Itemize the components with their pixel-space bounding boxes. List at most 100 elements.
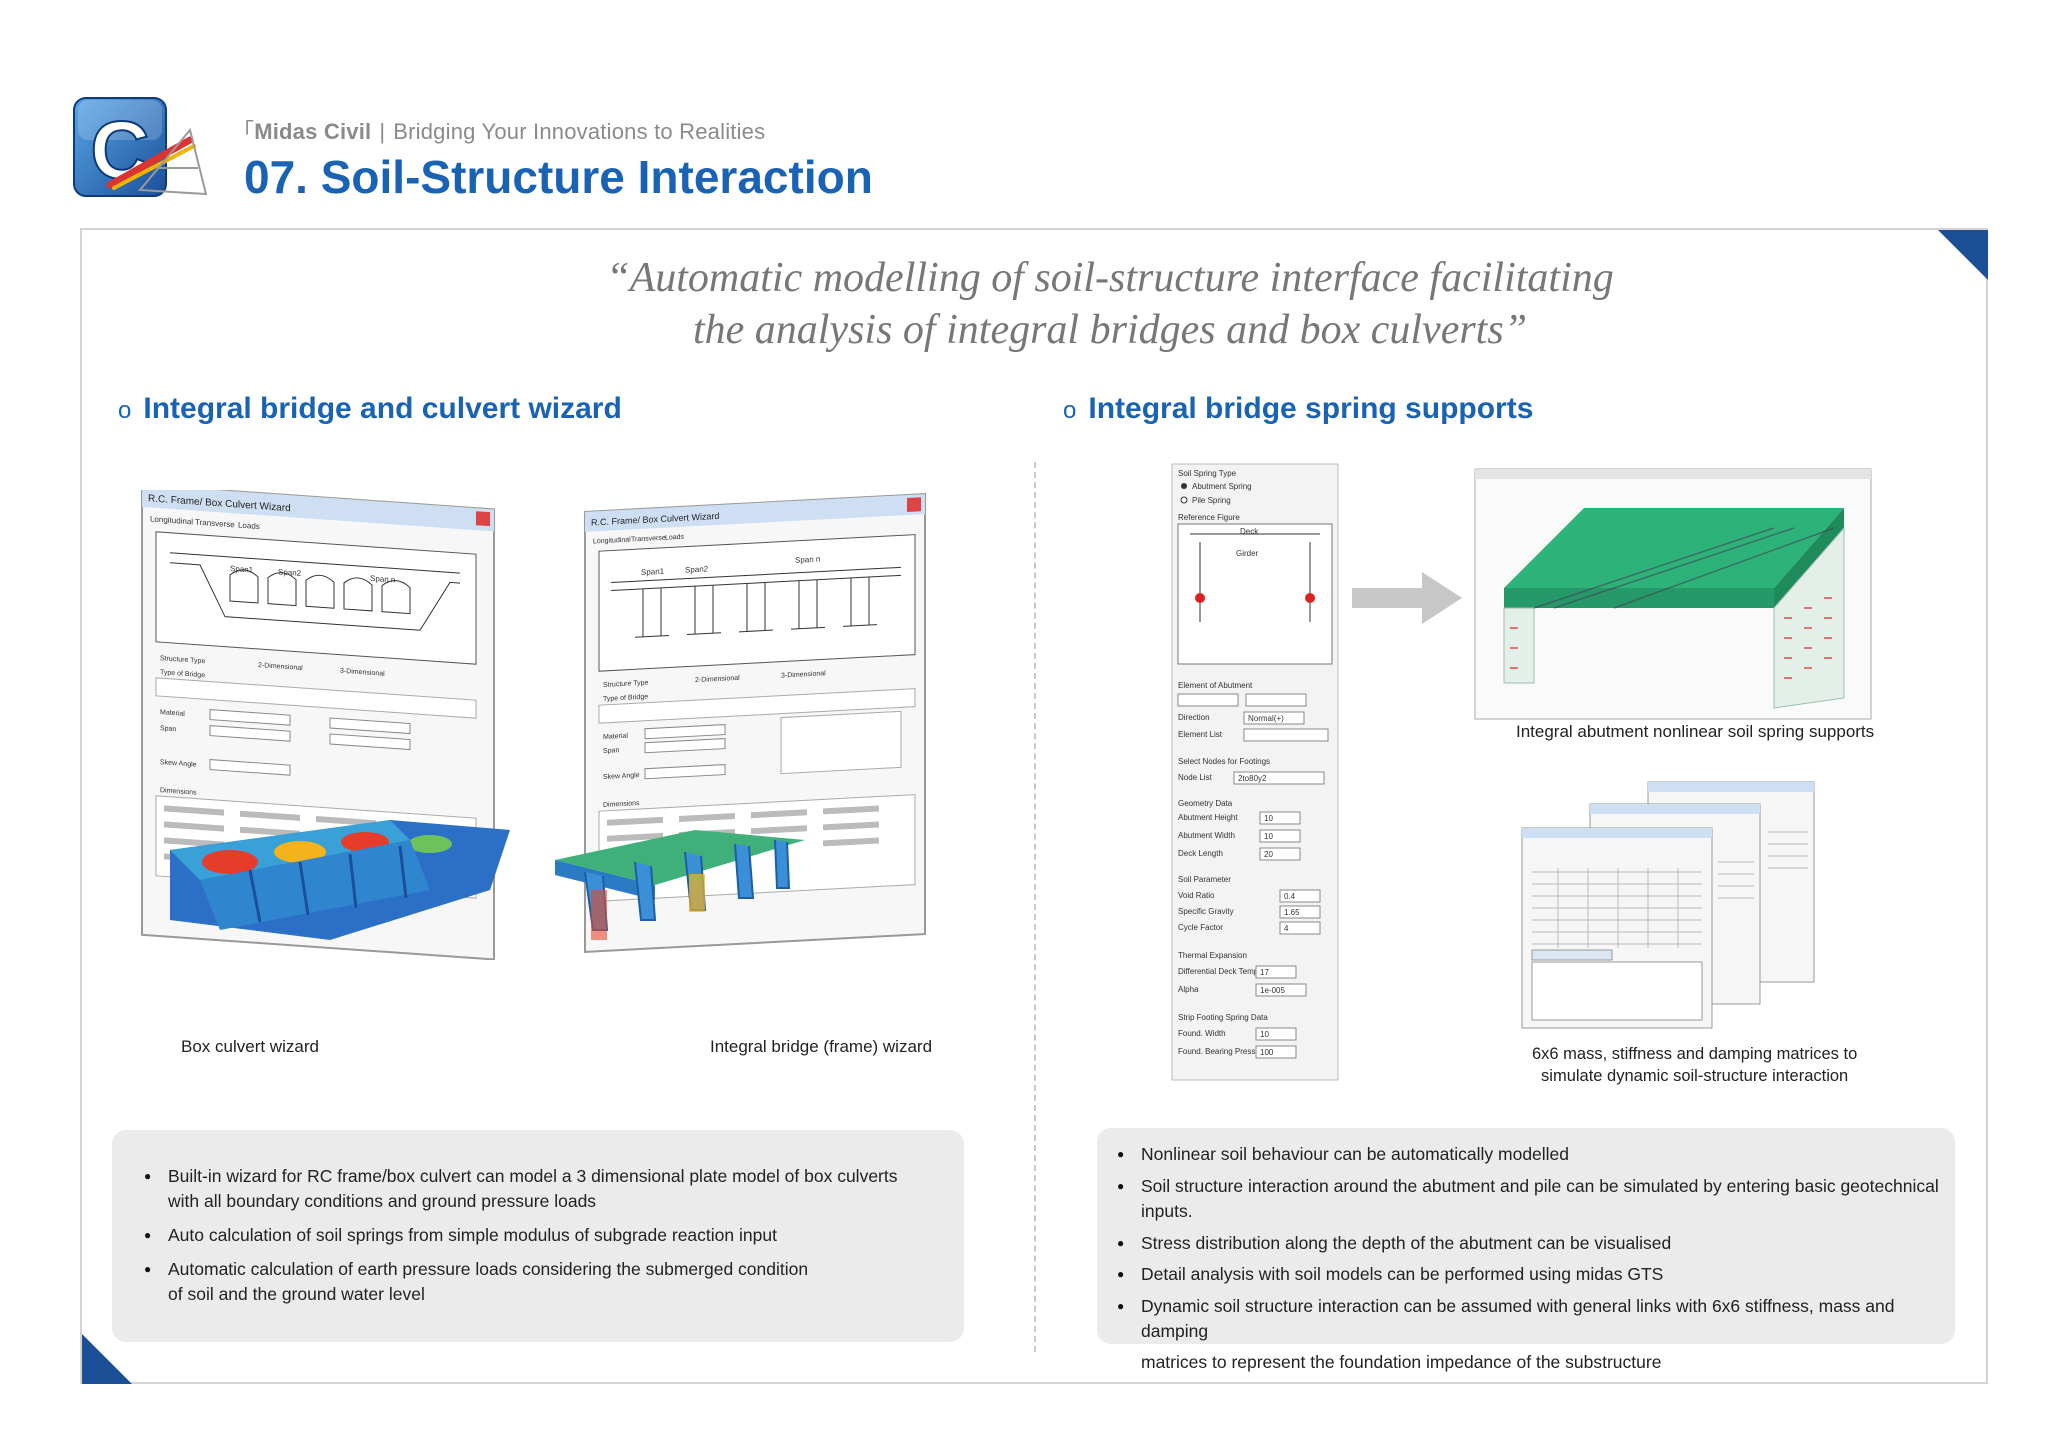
- dialog-label: Strip Footing Spring Data: [1178, 1013, 1268, 1022]
- note-line: Auto calculation of soil springs from si…: [168, 1225, 777, 1245]
- dialog-label: Reference Figure: [1178, 513, 1240, 522]
- corner-accent-top-right: [1938, 230, 1988, 280]
- type-of-bridge-label: Type of Bridge: [160, 669, 205, 679]
- dialog-label: Deck: [1240, 527, 1259, 536]
- note-item: Detail analysis with soil models can be …: [1117, 1262, 1947, 1287]
- section-bullet: o: [118, 397, 132, 424]
- tab-longitudinal: Longitudinal: [150, 514, 193, 526]
- span-field-label: Span: [603, 747, 619, 755]
- span-label: Span n: [370, 574, 395, 585]
- material-label: Material: [603, 733, 628, 741]
- option-2d: 2-Dimensional: [258, 662, 303, 672]
- dialog-label: Element List: [1178, 730, 1223, 739]
- notes-wizard-box: Built-in wizard for RC frame/box culvert…: [112, 1130, 964, 1342]
- notes-list: Built-in wizard for RC frame/box culvert…: [144, 1164, 944, 1316]
- span-field-label: Span: [160, 725, 176, 733]
- dialog-value: Normal(+): [1248, 714, 1284, 723]
- skew-angle-label: Skew Angle: [603, 772, 640, 781]
- section-heading-wizard: o Integral bridge and culvert wizard: [118, 392, 622, 426]
- dialog-label: Thermal Expansion: [1178, 951, 1247, 960]
- header-bracket: 「: [232, 119, 255, 144]
- quote: “Automatic modelling of soil-structure i…: [260, 252, 1960, 356]
- matrices-caption-line-2: simulate dynamic soil-structure interact…: [1541, 1067, 1849, 1085]
- dialog-label: Deck Length: [1178, 849, 1223, 858]
- dialog-value: 0.4: [1284, 892, 1296, 901]
- tagline-separator: |: [379, 119, 386, 144]
- dialog-value: 1e-005: [1260, 986, 1285, 995]
- tab-longitudinal: Longitudinal: [593, 536, 631, 545]
- option-2d: 2-Dimensional: [695, 675, 740, 684]
- dialog-value: 100: [1260, 1048, 1274, 1057]
- type-of-bridge-label: Type of Bridge: [603, 694, 648, 703]
- notes-springs-box: Nonlinear soil behaviour can be automati…: [1097, 1128, 1955, 1372]
- section-title: Integral bridge spring supports: [1088, 392, 1534, 425]
- dialog-value: 17: [1260, 968, 1269, 977]
- section-bullet: o: [1063, 397, 1077, 424]
- structure-type-label: Structure Type: [603, 680, 648, 689]
- note-item: Nonlinear soil behaviour can be automati…: [1117, 1142, 1947, 1167]
- box-culvert-caption: Box culvert wizard: [181, 1037, 319, 1056]
- dialog-value: 10: [1264, 814, 1273, 823]
- note-line: Detail analysis with soil models can be …: [1141, 1264, 1664, 1285]
- product-name: Midas Civil: [254, 119, 372, 144]
- page-title: 07. Soil-Structure Interaction: [244, 151, 873, 203]
- dialog-label: Select Nodes for Footings: [1178, 757, 1270, 766]
- quote-line-1: “Automatic modelling of soil-structure i…: [606, 255, 1614, 301]
- arrow-icon: [1352, 572, 1462, 624]
- dialog-label: Node List: [1178, 773, 1213, 782]
- material-label: Material: [160, 709, 185, 718]
- note-line: with all boundary conditions and ground …: [168, 1191, 597, 1211]
- skew-angle-label: Skew Angle: [160, 759, 197, 769]
- dialog-label: Differential Deck Temp.: [1178, 967, 1260, 976]
- option-3d: 3-Dimensional: [340, 668, 385, 678]
- dialog-label: Pile Spring: [1192, 496, 1231, 505]
- structure-type-label: Structure Type: [160, 655, 205, 665]
- tab-loads: Loads: [238, 521, 260, 532]
- tagline-text: Bridging Your Innovations to Realities: [393, 119, 766, 144]
- section-title: Integral bridge and culvert wizard: [143, 392, 622, 425]
- box-culvert-wizard-figure: R.C. Frame/ Box Culvert Wizard Longitudi…: [141, 490, 510, 960]
- dialog-label: Abutment Height: [1178, 813, 1238, 822]
- note-item: Dynamic soil structure interaction can b…: [1117, 1294, 1947, 1375]
- dialog-label: Direction: [1178, 713, 1210, 722]
- dialog-label: Girder: [1236, 549, 1259, 558]
- note-line: Dynamic soil structure interaction can b…: [1141, 1296, 1895, 1342]
- dimensions-label: Dimensions: [160, 787, 197, 797]
- dialog-label: Found. Width: [1178, 1029, 1226, 1038]
- spring-model-caption: Integral abutment nonlinear soil spring …: [1516, 722, 1875, 741]
- matrices-caption: 6x6 mass, stiffness and damping matrices…: [1532, 1043, 1857, 1087]
- span-label: Span2: [278, 567, 302, 578]
- dialog-value: 20: [1264, 850, 1273, 859]
- tab-transverse: Transverse: [631, 535, 666, 544]
- dialog-value: 2to80y2: [1238, 774, 1267, 783]
- note-item: Automatic calculation of earth pressure …: [144, 1257, 944, 1307]
- note-item: Soil structure interaction around the ab…: [1117, 1174, 1947, 1224]
- note-item: Stress distribution along the depth of t…: [1117, 1231, 1947, 1256]
- note-line: Stress distribution along the depth of t…: [1141, 1232, 1672, 1253]
- dimensions-label: Dimensions: [603, 800, 640, 809]
- quote-line-2: the analysis of integral bridges and box…: [692, 307, 1528, 353]
- span-label: Span1: [641, 567, 665, 577]
- note-line: Soil structure interaction around the ab…: [1141, 1175, 1939, 1221]
- dialog-label: Specific Gravity: [1178, 907, 1234, 916]
- dialog-label: Void Ratio: [1178, 891, 1215, 900]
- dialog-label: Alpha: [1178, 985, 1199, 994]
- dialog-value: 10: [1264, 832, 1273, 841]
- column-divider: [1034, 462, 1036, 1352]
- span-label: Span n: [795, 555, 820, 565]
- soil-spring-dialog-figure: Soil Spring Type Abutment Spring Pile Sp…: [1171, 463, 1339, 1081]
- dialog-label: Soil Spring Type: [1178, 469, 1237, 478]
- matrices-dialogs-figure: [1521, 781, 1815, 1029]
- dialog-label: Abutment Spring: [1192, 482, 1252, 491]
- notes-list: Nonlinear soil behaviour can be automati…: [1117, 1142, 1947, 1382]
- dialog-label: Cycle Factor: [1178, 923, 1223, 932]
- tab-loads: Loads: [665, 534, 685, 542]
- dialog-label: Geometry Data: [1178, 799, 1233, 808]
- dialog-label: Found. Bearing Pressure: [1178, 1047, 1267, 1056]
- option-3d: 3-Dimensional: [781, 670, 826, 679]
- note-item: Auto calculation of soil springs from si…: [144, 1223, 944, 1248]
- span-label: Span1: [230, 564, 254, 575]
- dialog-label: Abutment Width: [1178, 831, 1235, 840]
- span-label: Span2: [685, 564, 709, 574]
- dialog-value: 1.65: [1284, 908, 1300, 917]
